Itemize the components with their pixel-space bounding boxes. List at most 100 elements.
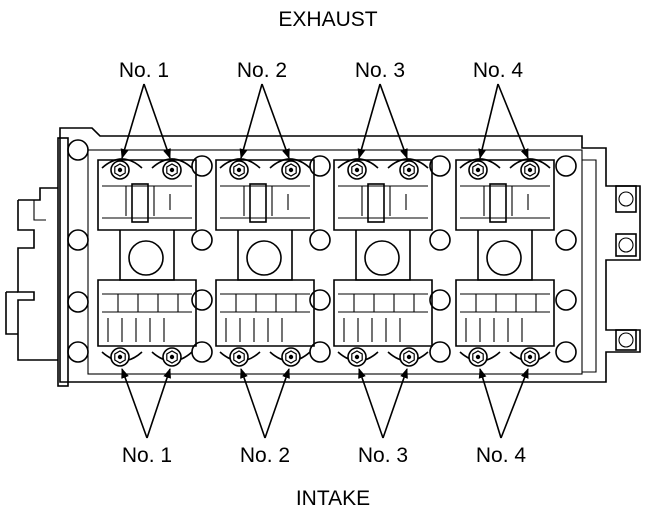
intake-bolt-3b [399,347,419,367]
holder-intake-lines [220,293,310,313]
intake-arrow-4a [478,368,502,439]
holder-intake-body [333,279,433,347]
bolt-center [406,167,412,173]
holder-intake-body [455,279,555,347]
holder-lobe [131,183,149,223]
head-boss-19 [555,289,577,311]
intake-label-no1: No. 1 [122,444,172,467]
intake-label: INTAKE [296,487,370,510]
holder-exhaust-lines [460,185,550,219]
head-boss-15 [429,289,451,311]
intake-label-no2: No. 2 [240,444,290,467]
exhaust-arrow-2b [261,83,290,159]
intake-bolt-2b [281,347,301,367]
exhaust-label-no1: No. 1 [119,59,169,82]
holder-exhaust-lines [102,185,192,219]
intake-bolt-1b [162,347,182,367]
exhaust-bolt-4a [468,160,488,180]
intake-arrow-2b [264,368,290,439]
head-boss-17 [555,155,577,177]
head-boss-9 [309,155,331,177]
spark-plug-bore [486,240,522,276]
exhaust-bolt-3b [399,160,419,180]
camshaft-holder-4 [455,158,555,362]
callout-arrows [120,83,529,439]
exhaust-arrow-4a [478,83,499,159]
holder-lobe [489,183,507,223]
head-boss-4 [67,341,89,363]
camshaft-holder-3 [333,158,433,362]
holder-intake-ribs [235,294,297,312]
holder-intake-fins [225,318,283,342]
holder-intake-fins [343,318,401,342]
camshaft-holder-2 [215,158,315,362]
holder-exhaust-cap [337,158,429,169]
bolt-center [406,354,412,360]
intake-arrow-2a [240,368,266,439]
spark-plug-bore [128,240,164,276]
holder-exhaust-cap [101,158,193,169]
exhaust-arrow-1b [143,83,171,159]
bolt-center [288,167,294,173]
intake-arrow-1a [121,368,148,439]
intake-arrow-3a [358,368,384,439]
exhaust-label-no4: No. 4 [473,59,524,82]
holder-intake-lines [460,293,550,313]
holder-ribs [125,186,171,216]
bolt-center [236,354,242,360]
head-boss-1 [67,139,89,161]
holder-bolts [110,160,540,367]
exhaust-bolt-2a [229,160,249,180]
bolt-center [527,354,533,360]
exhaust-bolt-1b [162,160,182,180]
holder-intake-ribs [353,294,415,312]
exhaust-arrow-3a [357,83,381,159]
exhaust-arrow-1a [120,83,145,159]
spark-plug-bore [246,240,282,276]
intake-bolt-4b [520,347,540,367]
intake-arrow-1b [146,368,171,439]
bolt-center [169,167,175,173]
holder-lobe [249,183,267,223]
bolt-center [117,167,123,173]
camshaft-holders [67,139,577,363]
exhaust-bolt-4b [520,160,540,180]
exhaust-arrow-4b [497,83,529,159]
exhaust-arrow-2a [239,83,263,159]
head-boss-20 [555,341,577,363]
holder-center [355,230,411,281]
bolt-center [527,167,533,173]
intake-label-no4: No. 4 [476,444,527,467]
bolt-center [354,354,360,360]
head-boss-14 [429,229,451,251]
bolt-center [475,354,481,360]
bolt-center [354,167,360,173]
holder-ribs [243,186,289,216]
exhaust-bolt-2b [281,160,301,180]
spark-plug-bore [364,240,400,276]
holder-intake-fins [107,318,165,342]
holder-center [477,230,533,281]
holder-intake-fins [465,318,523,342]
holder-intake-ribs [117,294,179,312]
intake-bolt-3a [347,347,367,367]
bolt-center [169,354,175,360]
intake-bolt-1a [110,347,130,367]
bolt-center [475,167,481,173]
intake-arrow-4b [500,368,529,439]
bolt-center [117,354,123,360]
holder-ribs [361,186,407,216]
bolt-center [236,167,242,173]
holder-ribs [483,186,529,216]
holder-lobe [367,183,385,223]
cylinder-head-outline [5,127,641,387]
intake-arrow-3b [382,368,408,439]
holder-intake-lines [338,293,428,313]
exhaust-label-no3: No. 3 [355,59,405,82]
head-boss-7 [191,289,213,311]
holder-exhaust-lines [338,185,428,219]
head-boss-2 [67,229,89,251]
head-boss-12 [309,341,331,363]
